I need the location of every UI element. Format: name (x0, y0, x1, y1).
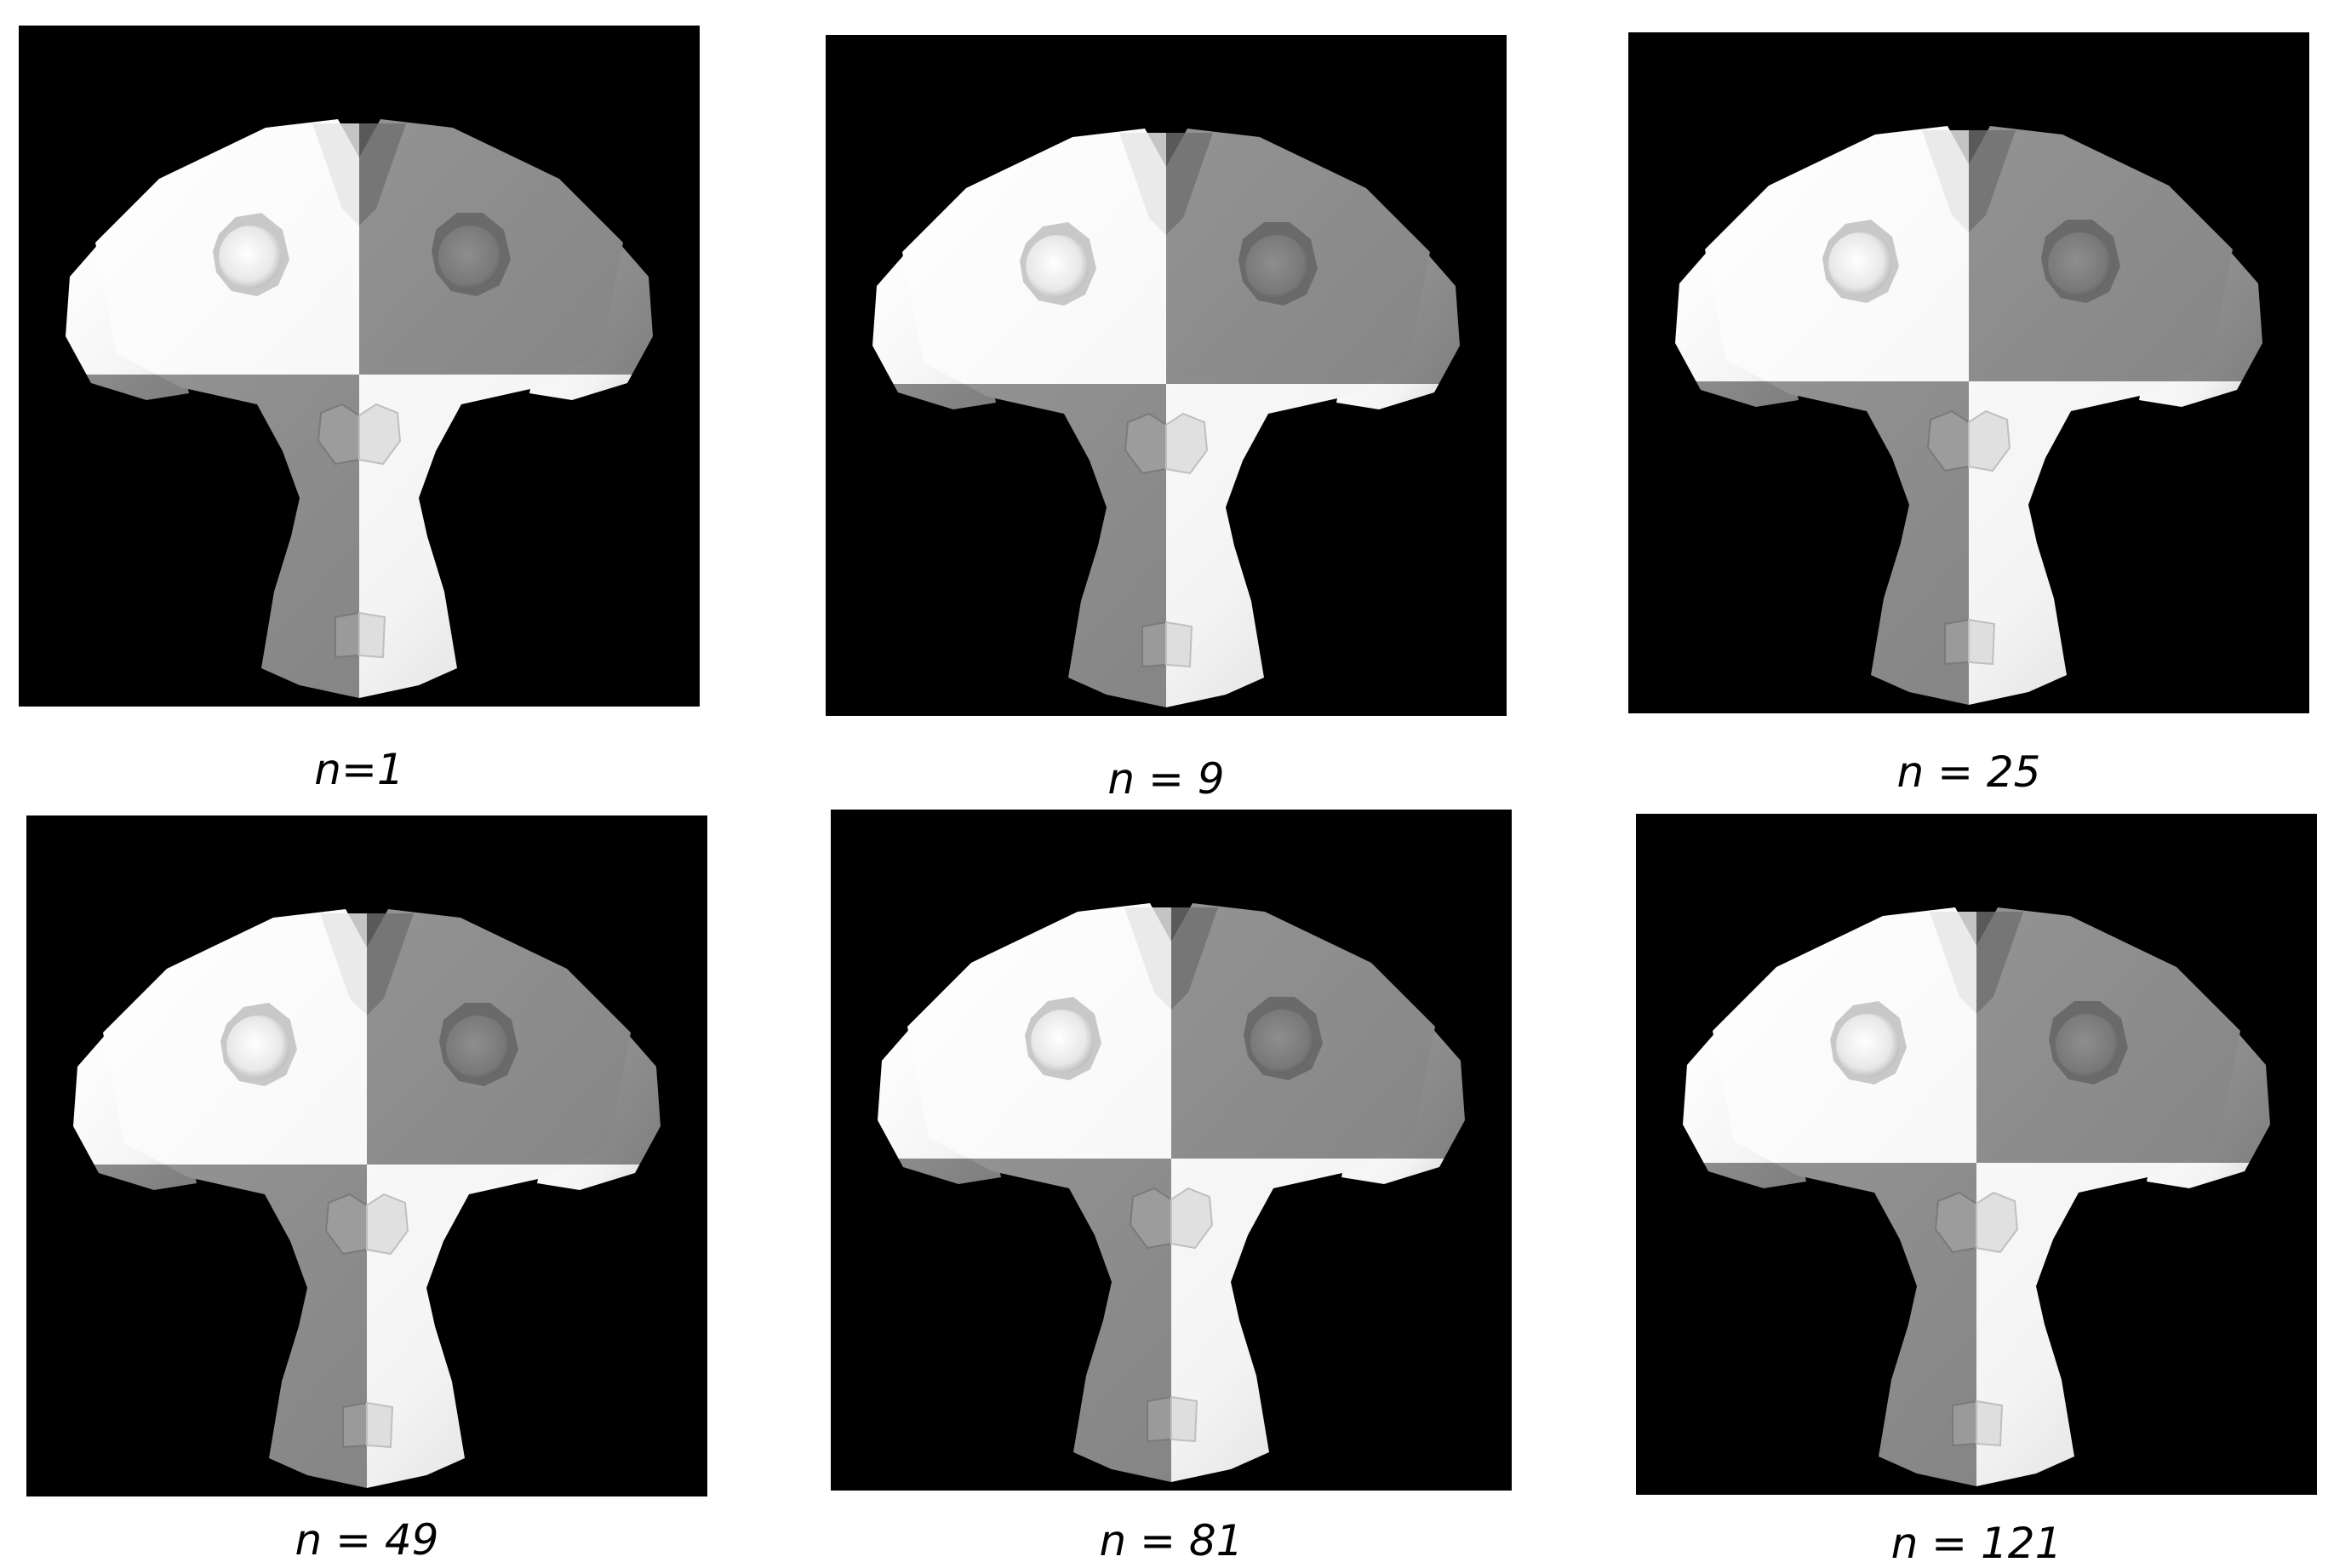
render-image (1628, 32, 2309, 713)
panel-caption: n = 9 (1107, 754, 1225, 804)
panel-caption: n = 121 (1890, 1519, 2062, 1568)
render-image (19, 26, 700, 707)
monkey-render (1628, 32, 2309, 713)
panel-caption: n=1 (314, 745, 404, 794)
render-image (1636, 814, 2317, 1495)
monkey-render (1636, 814, 2317, 1495)
render-image (26, 815, 707, 1496)
panel-caption: n = 81 (1099, 1516, 1244, 1565)
monkey-render (26, 815, 707, 1496)
monkey-render (19, 26, 700, 707)
render-image (831, 810, 1512, 1491)
panel-caption: n = 25 (1896, 747, 2041, 797)
panel-caption: n = 49 (295, 1515, 439, 1565)
monkey-render (826, 35, 1507, 716)
render-image (826, 35, 1507, 716)
monkey-render (831, 810, 1512, 1491)
